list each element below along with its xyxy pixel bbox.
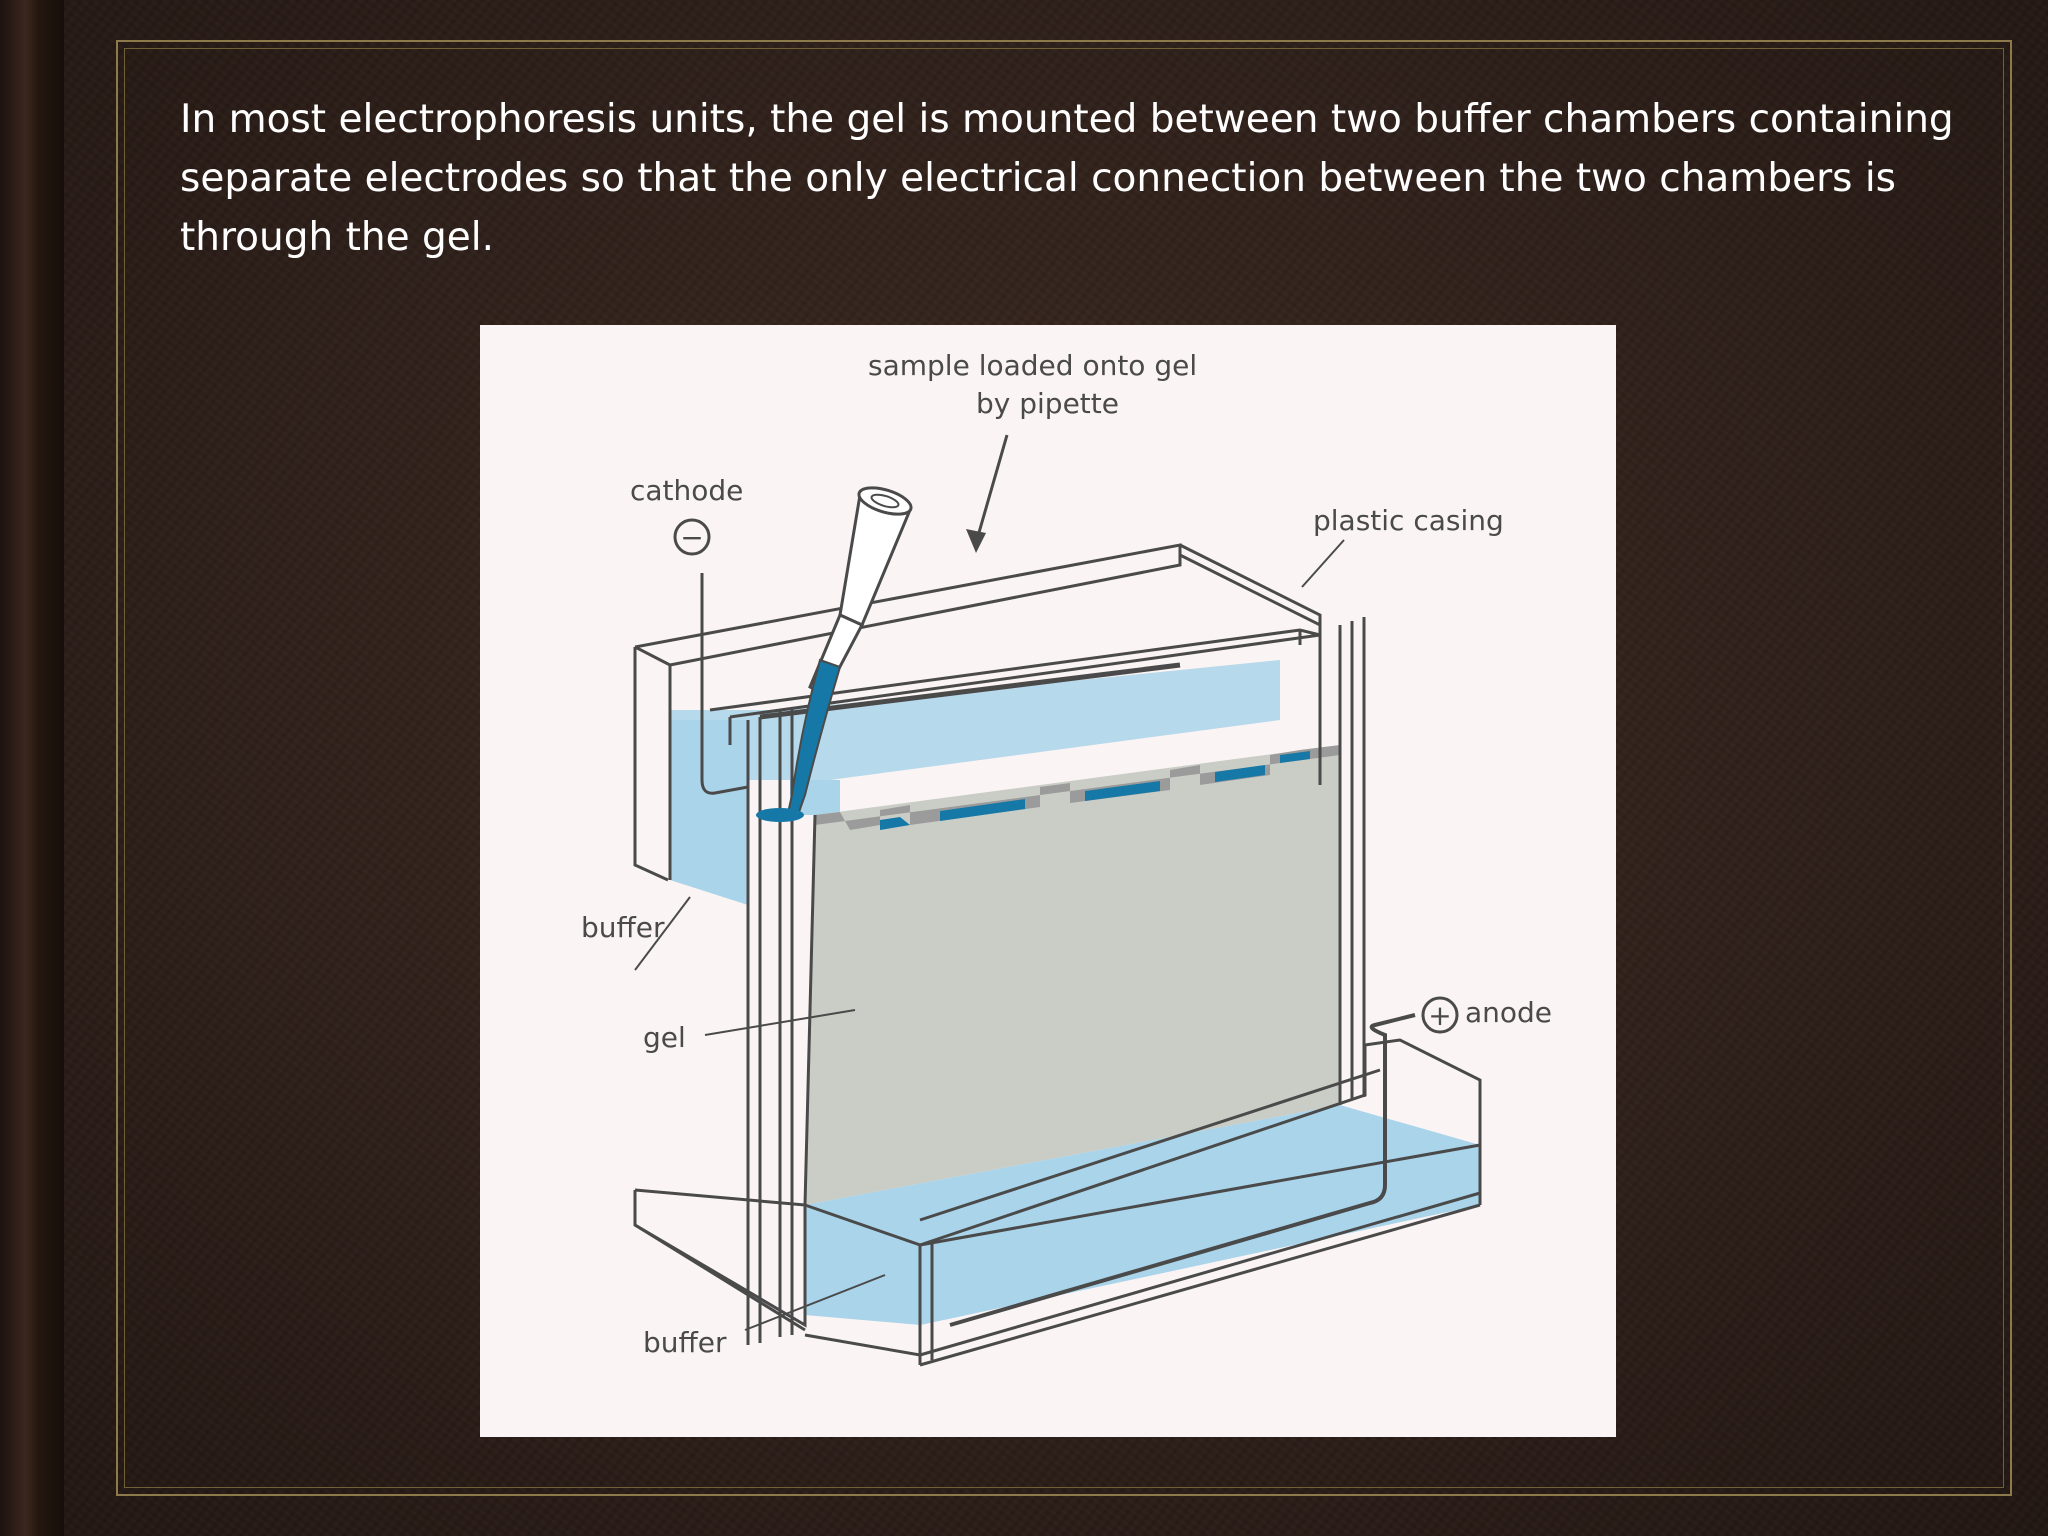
book-spine <box>0 0 64 1536</box>
plastic-casing <box>633 543 1482 1367</box>
sample-arrowhead <box>966 529 986 553</box>
cathode-symbol: − <box>680 521 703 554</box>
electrophoresis-diagram: − + sample loaded onto gel by pipette ca… <box>480 325 1616 1437</box>
gold-frame-outer <box>116 40 2012 1496</box>
gold-frame-inner <box>124 48 2004 1488</box>
label-gel: gel <box>643 1021 686 1054</box>
label-buffer-bottom: buffer <box>643 1326 727 1359</box>
well-1 <box>880 817 910 830</box>
gel-comb <box>815 745 1340 830</box>
well-4 <box>1215 765 1265 782</box>
anode-symbol: + <box>1428 999 1451 1032</box>
gel-slab <box>805 745 1340 1205</box>
cathode-electrode <box>759 662 1181 720</box>
sample-drop <box>756 808 804 822</box>
upper-buffer-side <box>670 720 748 905</box>
well-5 <box>1280 751 1310 763</box>
leader-lines <box>634 539 1345 1331</box>
label-buffer-top: buffer <box>581 911 665 944</box>
well-2 <box>940 799 1025 821</box>
cathode-symbol-circle <box>673 518 711 556</box>
label-cathode: cathode <box>630 474 743 507</box>
sample-arrow <box>974 434 1009 544</box>
label-sample-line1: sample loaded onto gel <box>868 349 1197 382</box>
cathode-wire <box>700 573 749 795</box>
upper-buffer-top <box>670 660 1280 780</box>
slide-caption: In most electrophoresis units, the gel i… <box>180 97 1954 260</box>
electrophoresis-figure: − + sample loaded onto gel by pipette ca… <box>480 325 1616 1437</box>
anode-symbol-circle <box>1421 996 1459 1034</box>
lower-buffer-front <box>920 1155 1480 1325</box>
well-3 <box>1085 781 1160 801</box>
label-anode: anode <box>1465 996 1552 1029</box>
label-plastic-casing: plastic casing <box>1313 504 1504 537</box>
label-sample-line2: by pipette <box>976 387 1119 420</box>
pipette <box>756 486 913 822</box>
anode-wire <box>949 1013 1416 1327</box>
